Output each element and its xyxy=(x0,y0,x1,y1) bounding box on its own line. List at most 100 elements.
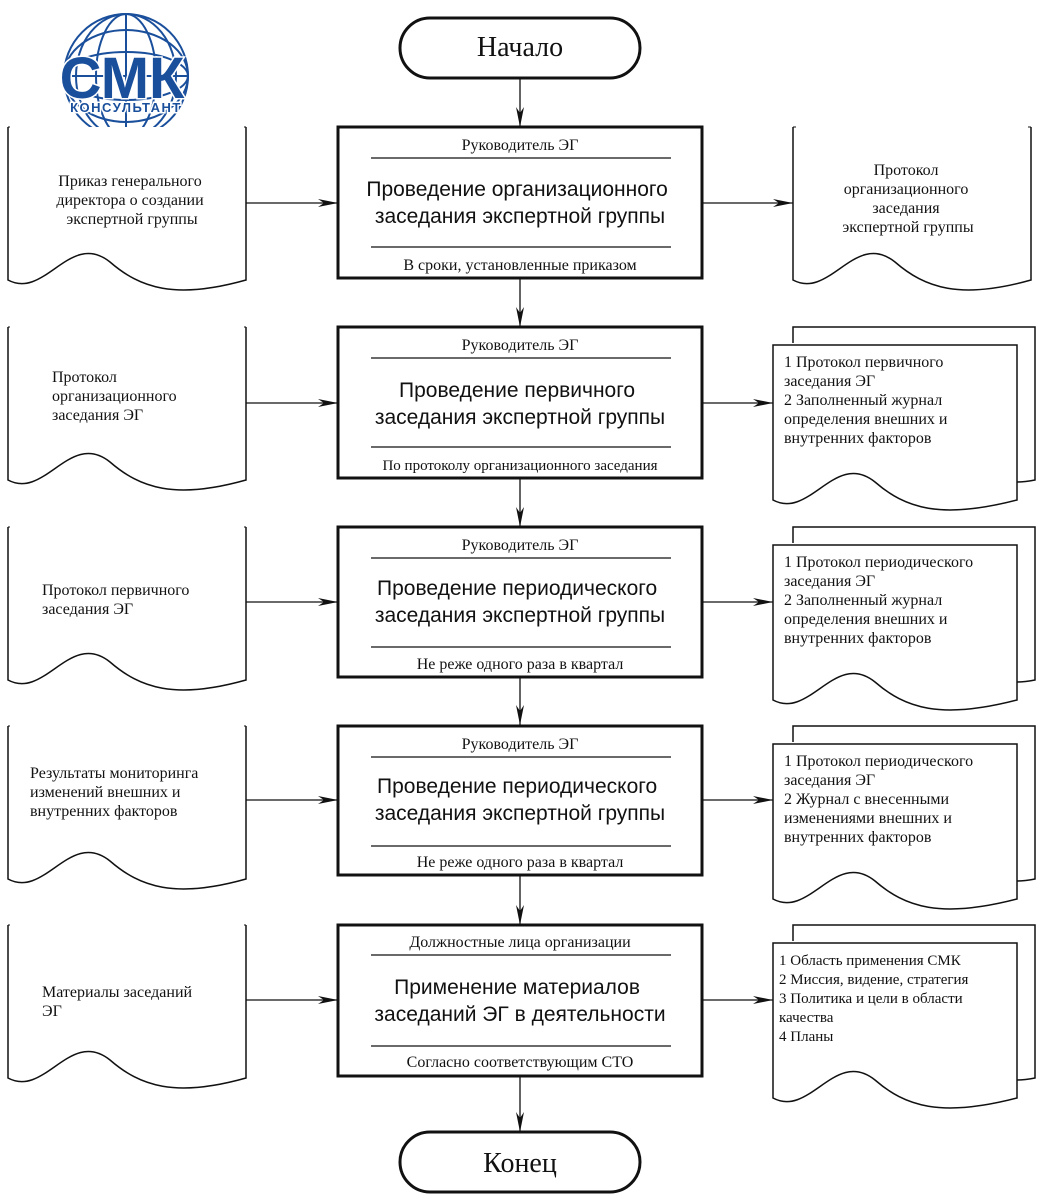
svg-text:1 Область применения СМК: 1 Область применения СМК 2 Миссия, виден… xyxy=(779,953,972,1045)
input-3-line-1: Протокол первичного xyxy=(42,582,189,599)
svg-text:1 Протокол периодического: 1 Протокол периодического заседания ЭГ 2… xyxy=(784,554,977,647)
input-document-3: Протокол первичного заседания ЭГ xyxy=(7,526,247,691)
logo-sub-text: КОНСУЛЬТАНТ xyxy=(70,100,182,115)
input-3-line-2: заседания ЭГ xyxy=(42,601,133,618)
output-multidocument-5: 1 Область применения СМК 2 Миссия, виден… xyxy=(772,924,1036,1109)
input-4-line-2: изменений внешних и xyxy=(30,784,181,801)
process-box-2: Руководитель ЭГ Проведение первичного за… xyxy=(336,325,704,480)
input-2-line-2: организационного xyxy=(52,388,177,405)
process-box-1: Руководитель ЭГ Проведение организационн… xyxy=(336,125,704,280)
input-1-line-1: Приказ генерального xyxy=(58,173,201,190)
svg-text:Материалы заседаний ЭГ: Материалы заседаний ЭГ xyxy=(42,984,196,1020)
process-title-4-line-2: заседания экспертной группы xyxy=(375,802,665,825)
svg-text:Проведение организационного: Проведение организационного заседания эк… xyxy=(366,178,673,228)
output-3-line-4: определения внешних и xyxy=(784,611,948,628)
input-document-1: Приказ генерального директора о создании… xyxy=(7,126,247,291)
timing-label-4: Не реже одного раза в квартал xyxy=(417,854,624,871)
timing-label-1: В сроки, установленные приказом xyxy=(403,257,636,274)
output-4-line-2: заседания ЭГ xyxy=(784,772,875,789)
process-title-2-line-2: заседания экспертной группы xyxy=(375,406,665,429)
svg-text:Результаты мониторинга: Результаты мониторинга изменений внешних… xyxy=(30,765,202,820)
process-title-1-line-1: Проведение организационного xyxy=(366,178,667,201)
input-document-2: Протокол организационного заседания ЭГ xyxy=(7,326,247,491)
process-row-3: Протокол первичного заседания ЭГ Руковод… xyxy=(7,525,1036,711)
process-title-5-line-2: заседаний ЭГ в деятельности xyxy=(374,1003,665,1026)
input-4-line-3: внутренних факторов xyxy=(30,803,178,820)
process-row-1: Приказ генерального директора о создании… xyxy=(7,125,1032,291)
process-title-3-line-1: Проведение периодического xyxy=(377,577,657,600)
process-box-5: Должностные лица организации Применение … xyxy=(336,923,704,1078)
process-title-1-line-2: заседания экспертной группы xyxy=(375,205,665,228)
process-title-5-line-1: Применение материалов xyxy=(394,976,640,999)
output-2-line-5: внутренних факторов xyxy=(784,430,932,447)
input-document-4: Результаты мониторинга изменений внешних… xyxy=(7,725,247,890)
input-document-5: Материалы заседаний ЭГ xyxy=(7,924,247,1089)
smk-logo: СМК КОНСУЛЬТАНТ xyxy=(58,13,189,139)
svg-text:1 Протокол периодического: 1 Протокол периодического заседания ЭГ 2… xyxy=(784,753,977,846)
input-1-line-2: директора о создании xyxy=(56,192,204,209)
process-title-2-line-1: Проведение первичного xyxy=(399,379,635,402)
end-label: Конец xyxy=(483,1148,557,1179)
svg-text:Протокол организационн: Протокол организационного заседания эксп… xyxy=(842,162,973,236)
input-1-line-3: экспертной группы xyxy=(66,211,197,228)
output-document-1: Протокол организационного заседания эксп… xyxy=(792,126,1032,291)
process-box-3: Руководитель ЭГ Проведение периодическог… xyxy=(336,525,704,679)
output-2-line-2: заседания ЭГ xyxy=(784,373,875,390)
timing-label-3: Не реже одного раза в квартал xyxy=(417,656,624,673)
output-multidocument-4: 1 Протокол периодического заседания ЭГ 2… xyxy=(772,725,1036,910)
input-2-line-1: Протокол xyxy=(52,369,117,386)
output-3-line-2: заседания ЭГ xyxy=(784,573,875,590)
input-4-line-1: Результаты мониторинга xyxy=(30,765,198,782)
output-multidocument-3: 1 Протокол периодического заседания ЭГ 2… xyxy=(772,526,1036,711)
output-4-line-4: изменениями внешних и xyxy=(784,810,952,827)
start-terminal: Начало xyxy=(398,16,642,80)
input-2-line-3: заседания ЭГ xyxy=(52,407,143,424)
svg-text:Протокол первичного за: Протокол первичного заседания ЭГ xyxy=(42,582,193,618)
output-5-line-2: 2 Миссия, видение, стратегия xyxy=(779,972,969,988)
svg-text:Приказ генерального ди: Приказ генерального директора о создании… xyxy=(56,173,207,228)
output-2-line-3: 2 Заполненный журнал xyxy=(784,392,942,409)
output-3-line-5: внутренних факторов xyxy=(784,630,932,647)
output-2-line-4: определения внешних и xyxy=(784,411,948,428)
logo-main-text: СМК xyxy=(60,46,185,111)
output-5-line-3: 3 Политика и цели в области xyxy=(779,991,963,1007)
output-5-line-1: 1 Область применения СМК xyxy=(779,953,962,969)
svg-text:Проведение первичного: Проведение первичного заседания экспертн… xyxy=(375,379,665,429)
process-box-4: Руководитель ЭГ Проведение периодическог… xyxy=(336,724,704,877)
svg-text:1 Протокол первичного: 1 Протокол первичного заседания ЭГ 2 Зап… xyxy=(784,354,952,447)
process-title-4-line-1: Проведение периодического xyxy=(377,775,657,798)
role-label-5: Должностные лица организации xyxy=(409,934,631,951)
svg-text:Проведение периодического: Проведение периодического заседания эксп… xyxy=(375,775,665,825)
process-title-3-line-2: заседания экспертной группы xyxy=(375,604,665,627)
output-5-line-4: качества xyxy=(779,1010,834,1026)
output-4-line-1: 1 Протокол периодического xyxy=(784,753,973,770)
process-row-2: Протокол организационного заседания ЭГ Р… xyxy=(7,325,1036,511)
output-2-line-1: 1 Протокол первичного xyxy=(784,354,943,371)
output-5-line-5: 4 Планы xyxy=(779,1029,833,1045)
timing-label-5: Согласно соответствующим СТО xyxy=(407,1054,634,1071)
input-5-line-1: Материалы заседаний xyxy=(42,984,193,1001)
role-label-1: Руководитель ЭГ xyxy=(462,137,579,154)
output-4-line-3: 2 Журнал с внесенными xyxy=(784,791,949,808)
svg-text:Протокол организационн: Протокол организационного заседания ЭГ xyxy=(52,369,181,424)
process-row-5: Материалы заседаний ЭГ Должностные лица … xyxy=(7,923,1036,1109)
end-terminal: Конец xyxy=(398,1130,642,1194)
role-label-2: Руководитель ЭГ xyxy=(462,337,579,354)
svg-text:Применение материалов: Применение материалов заседаний ЭГ в дея… xyxy=(374,976,665,1026)
svg-text:Проведение периодического: Проведение периодического заседания эксп… xyxy=(375,577,665,627)
output-3-line-1: 1 Протокол периодического xyxy=(784,554,973,571)
output-3-line-3: 2 Заполненный журнал xyxy=(784,592,942,609)
start-label: Начало xyxy=(477,32,563,63)
output-1-line-2: организационного xyxy=(844,181,969,198)
output-1-line-3: заседания xyxy=(872,200,940,217)
output-4-line-5: внутренних факторов xyxy=(784,829,932,846)
output-1-line-1: Протокол xyxy=(874,162,939,179)
timing-label-2: По протоколу организационного заседания xyxy=(382,458,657,474)
output-multidocument-2: 1 Протокол первичного заседания ЭГ 2 Зап… xyxy=(772,326,1036,511)
process-row-4: Результаты мониторинга изменений внешних… xyxy=(7,724,1036,910)
role-label-4: Руководитель ЭГ xyxy=(462,736,579,753)
output-1-line-4: экспертной группы xyxy=(842,219,973,236)
role-label-3: Руководитель ЭГ xyxy=(462,537,579,554)
input-5-line-2: ЭГ xyxy=(42,1003,62,1020)
